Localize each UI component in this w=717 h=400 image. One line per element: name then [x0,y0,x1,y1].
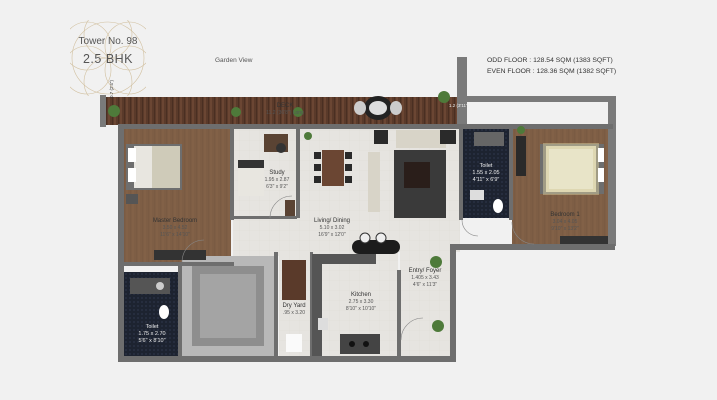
tower-badge: Tower No. 98 2.5 BHK [70,20,146,96]
unit-config: 2.5 BHK [82,52,134,66]
even-floor-area: EVEN FLOOR : 128.36 SQM (1382 SQFT) [487,68,617,75]
odd-floor-area: ODD FLOOR : 128.54 SQM (1383 SQFT) [487,57,613,64]
deck-side-right: 1.2 (3'11") [449,103,470,108]
kitchen-counter [312,254,376,264]
plant-icons [108,91,525,332]
wardrobe [154,250,206,260]
entry-foyer [400,248,450,356]
tower-number: Tower No. 98 [78,36,138,47]
rosette-icon [70,20,146,96]
sofa [368,152,380,212]
dining-table [322,150,344,186]
dry-yard-label: Dry Yard.95 x 3.20 [282,303,306,316]
deck [104,97,461,125]
area-info: ODD FLOOR : 128.54 SQM (1383 SQFT) EVEN … [487,55,616,77]
breakfast-counter [352,240,400,254]
garden-view-label: Garden View [215,57,253,64]
deck-side-left: 0.7 (2'4") [109,80,114,98]
